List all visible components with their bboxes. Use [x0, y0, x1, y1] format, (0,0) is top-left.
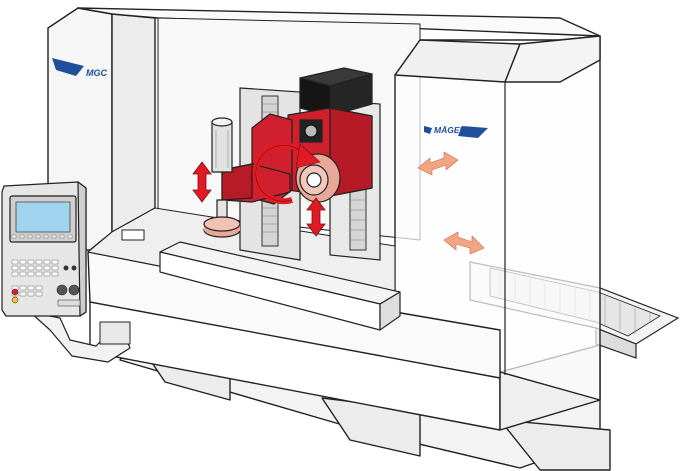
- grinding-head: [287, 107, 373, 203]
- spindle-motor: [299, 67, 373, 117]
- dressing-arm: [203, 113, 293, 238]
- horizontal-motion-arrow: [417, 151, 459, 176]
- rotation-arrow: [252, 142, 321, 205]
- magerle-logo: MÄGERLE: [424, 125, 488, 138]
- vertical-motion-arrow: [192, 161, 212, 203]
- mgc-logo: MGC: [52, 58, 107, 78]
- vertical-motion-arrow: [306, 197, 326, 237]
- workpiece: [159, 241, 401, 331]
- brand-left-label: MGC: [86, 68, 107, 78]
- brand-right-label: MÄGERLE: [434, 125, 477, 135]
- horizontal-motion-arrow: [443, 231, 485, 255]
- control-panel: [1, 181, 131, 363]
